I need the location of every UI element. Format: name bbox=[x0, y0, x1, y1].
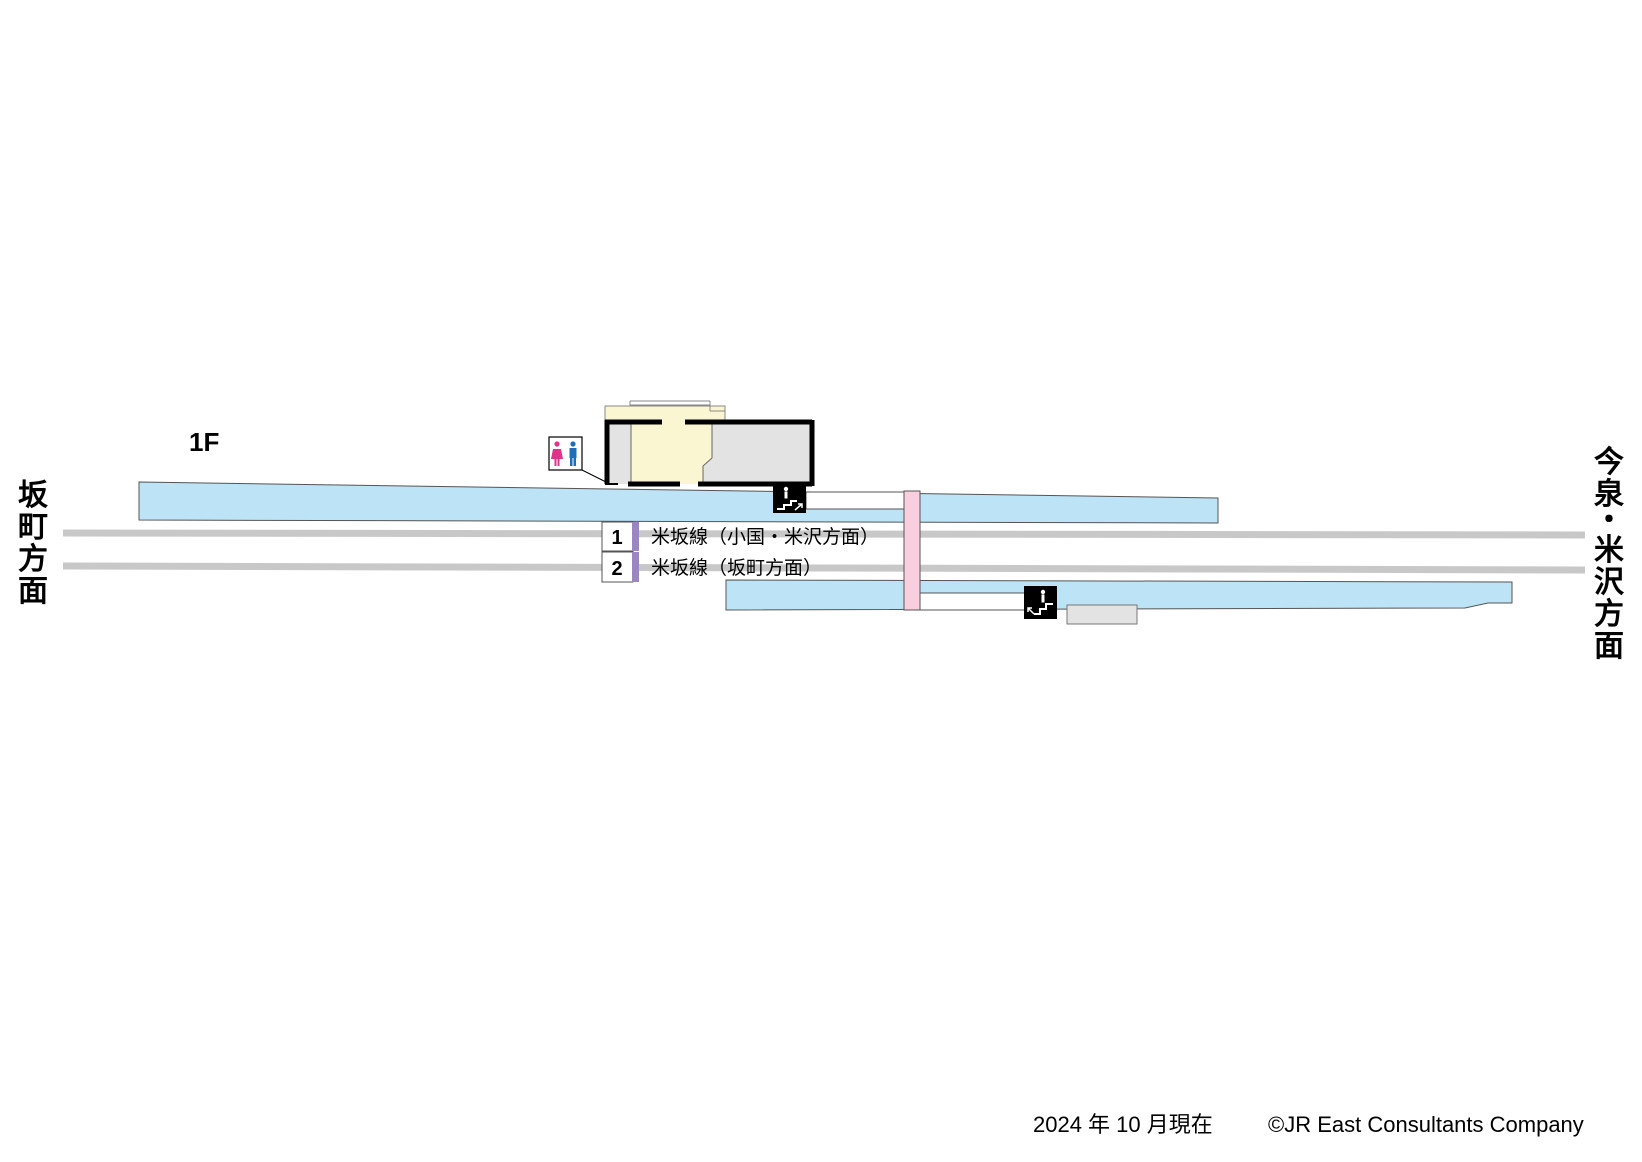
track-1-label: 米坂線（小国・米沢方面） bbox=[651, 526, 879, 548]
stairs-down-icon bbox=[1024, 586, 1057, 619]
stairs-up-icon bbox=[773, 484, 806, 513]
floor-label: 1F bbox=[189, 427, 219, 457]
station-building bbox=[604, 400, 815, 487]
toilet-icon bbox=[548, 436, 611, 485]
track-number: 2 bbox=[611, 558, 622, 580]
rails bbox=[62, 529, 1586, 574]
track-2-label: 米坂線（坂町方面） bbox=[651, 557, 822, 579]
track-1-marker: 1 bbox=[601, 521, 639, 552]
direction-right-char: 今 bbox=[1594, 445, 1624, 480]
concourse bbox=[631, 422, 712, 484]
platform-shelter bbox=[1066, 604, 1138, 625]
concourse-partition bbox=[702, 457, 713, 467]
station-office bbox=[695, 422, 810, 484]
track-2-marker: 2 bbox=[601, 551, 639, 583]
direction-right-char: 方 bbox=[1594, 597, 1624, 632]
direction-right-char: 沢 bbox=[1594, 565, 1625, 600]
direction-left-char: 面 bbox=[18, 574, 48, 609]
footer-date: 2024 年 10 月現在 bbox=[1033, 1112, 1213, 1137]
footbridge-stairs-upper bbox=[805, 491, 905, 510]
direction-right-char: ・ bbox=[1594, 503, 1624, 538]
footbridge bbox=[903, 490, 921, 611]
direction-right: 今 泉 ・ 米 沢 方 面 bbox=[1594, 445, 1625, 664]
direction-left-char: 方 bbox=[18, 542, 48, 577]
direction-left-char: 町 bbox=[18, 510, 48, 545]
rail-track-2 bbox=[62, 562, 1586, 574]
direction-left: 坂 町 方 面 bbox=[18, 478, 48, 609]
footer-copyright: ©JR East Consultants Company bbox=[1268, 1112, 1584, 1137]
rail-track-1 bbox=[62, 529, 1586, 539]
direction-right-char: 米 bbox=[1594, 533, 1624, 568]
footbridge-stairs-lower bbox=[918, 592, 1026, 611]
direction-right-char: 泉 bbox=[1594, 477, 1624, 512]
track-number: 1 bbox=[611, 527, 622, 549]
platform-1 bbox=[138, 481, 1219, 524]
direction-left-char: 坂 bbox=[18, 478, 48, 513]
direction-right-char: 面 bbox=[1594, 629, 1624, 664]
